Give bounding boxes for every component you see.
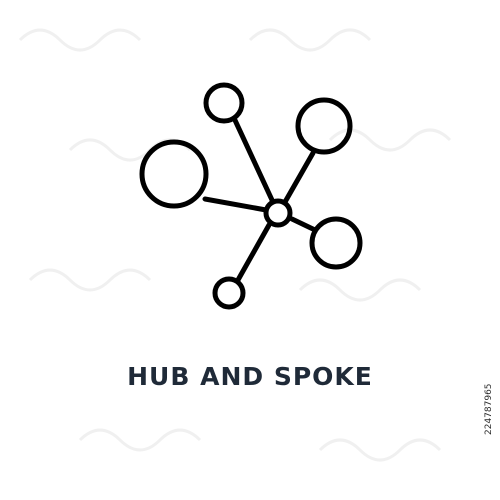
hub-node <box>263 198 293 228</box>
stock-image-id: 224787965 <box>484 383 494 435</box>
spoke-line <box>231 115 275 203</box>
node-bottom <box>212 276 246 310</box>
spoke-line <box>202 196 269 213</box>
node-right <box>309 216 363 270</box>
node-top-right <box>295 97 353 155</box>
spoke-line <box>235 222 272 283</box>
node-large-left <box>139 139 209 209</box>
node-top <box>203 82 245 124</box>
spoke-line <box>289 216 318 233</box>
icon-caption: HUB AND SPOKE <box>127 362 373 391</box>
spoke-line <box>282 150 316 205</box>
